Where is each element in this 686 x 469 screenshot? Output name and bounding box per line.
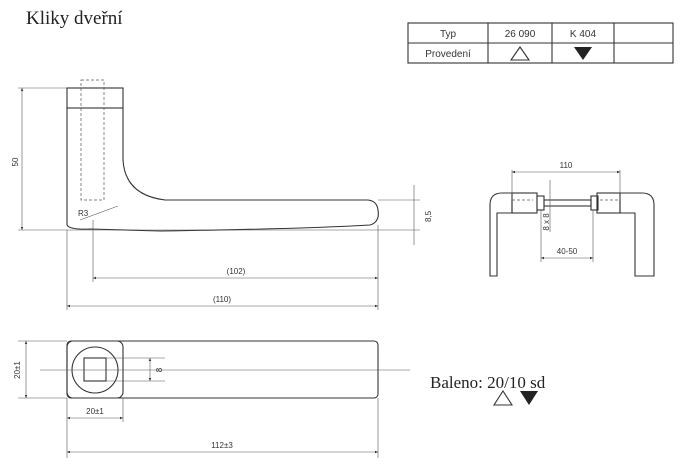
dim-total-length: 112±3	[211, 441, 233, 450]
dim-height: 50	[11, 157, 20, 166]
triangle-filled-icon	[574, 47, 592, 60]
triangle-filled-icon	[520, 391, 538, 405]
type-value-1: 26 090	[505, 29, 536, 40]
dim-square: 8	[155, 367, 164, 372]
row-label-finish: Provedení	[425, 49, 471, 60]
top-view: 8 20±1 20±1 112±3	[13, 340, 410, 458]
assembly-view: 110 8 x 8 40-50	[489, 161, 655, 277]
drawing-title: Kliky dveřní	[26, 8, 123, 29]
type-table: Typ Provedení 26 090 K 404	[407, 22, 674, 64]
dim-radius: R3	[78, 209, 89, 218]
row-label-type: Typ	[440, 29, 457, 40]
dim-width: 20±1	[13, 361, 22, 379]
dim-door: 40-50	[557, 247, 578, 256]
type-value-2: K 404	[570, 29, 597, 40]
triangle-outline-icon	[509, 46, 531, 61]
dim-thickness: 8,5	[424, 210, 433, 222]
packaging-label: Baleno: 20/10 sd	[430, 373, 546, 392]
dim-reach: (102)	[227, 267, 246, 276]
dim-spindle: 8 x 8	[542, 213, 551, 231]
triangle-outline-icon	[492, 389, 514, 406]
dim-rosette: 20±1	[86, 407, 104, 416]
dim-span: 110	[560, 161, 573, 170]
side-view: R3 50 8,5 (102) (110)	[11, 79, 433, 310]
dim-length: (110)	[213, 295, 231, 304]
